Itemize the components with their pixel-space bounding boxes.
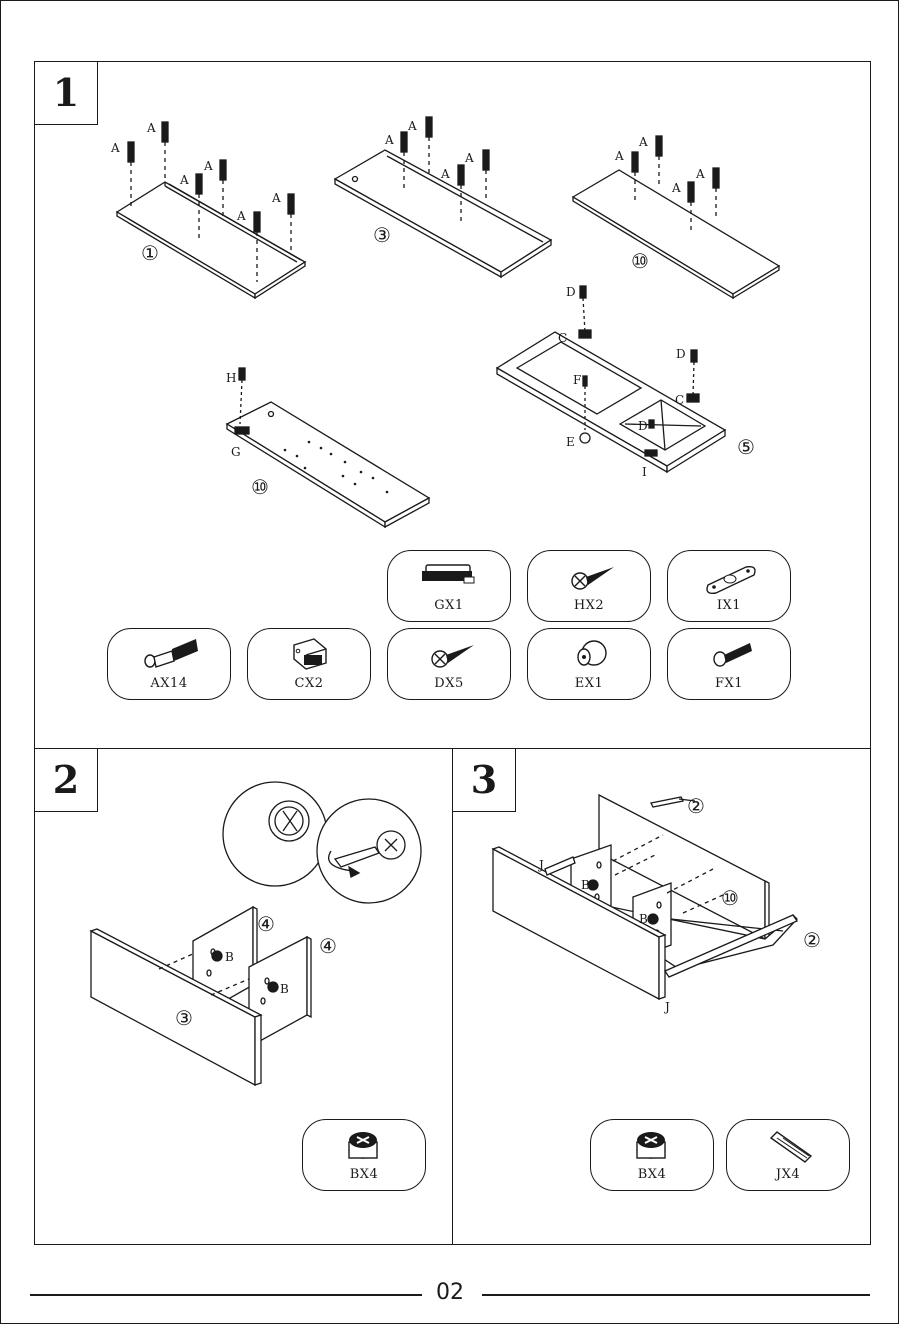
part-label: AX14 bbox=[108, 676, 230, 691]
part-label: EX1 bbox=[528, 676, 650, 691]
panel-label: ⑩ bbox=[251, 475, 269, 499]
page-number: 02 bbox=[420, 1280, 480, 1305]
part-label: GX1 bbox=[388, 598, 510, 613]
panel-label: ① bbox=[141, 241, 159, 265]
hardware-label-d: D bbox=[676, 347, 686, 361]
part-label: JX4 bbox=[727, 1167, 849, 1182]
hardware-label-a: A bbox=[203, 159, 213, 173]
hardware-label-b: B bbox=[225, 950, 234, 964]
part-label: FX1 bbox=[668, 676, 790, 691]
hardware-label-i: I bbox=[642, 465, 647, 479]
panel-label: ② bbox=[803, 928, 821, 952]
hardware-label-b: B bbox=[639, 912, 648, 926]
part-card-fx1: FX1 bbox=[667, 628, 791, 700]
hardware-label-a: A bbox=[614, 149, 624, 163]
part-label: BX4 bbox=[591, 1167, 713, 1182]
hardware-label-a: A bbox=[671, 181, 681, 195]
hardware-label-h: H bbox=[226, 371, 236, 385]
part-card-cx2: CX2 bbox=[247, 628, 371, 700]
hardware-label-a: A bbox=[638, 135, 648, 149]
step-2-panel: ④ ④ ③ B B 2 BX4 bbox=[34, 748, 453, 1245]
hardware-label-e: E bbox=[566, 435, 575, 449]
hardware-label-a: A bbox=[146, 121, 156, 135]
step-number: 2 bbox=[34, 748, 98, 812]
hardware-label-j: J bbox=[537, 858, 544, 872]
hardware-label-c: C bbox=[675, 393, 684, 407]
part-card-dx5: DX5 bbox=[387, 628, 511, 700]
panel-label: ⑤ bbox=[737, 435, 755, 459]
hardware-label-a: A bbox=[236, 209, 246, 223]
part-label: CX2 bbox=[248, 676, 370, 691]
panel-10-base bbox=[227, 402, 429, 527]
panel-label: ④ bbox=[319, 934, 337, 958]
step-1-panel: ① A A A A A A ③ bbox=[34, 61, 871, 749]
panel-label: ③ bbox=[175, 1006, 193, 1030]
part-card-bx4: BX4 bbox=[590, 1119, 714, 1191]
panel-label: ④ bbox=[257, 912, 275, 936]
part-label: DX5 bbox=[388, 676, 510, 691]
hardware-label-a: A bbox=[271, 191, 281, 205]
hardware-label-j: J bbox=[663, 1000, 670, 1014]
part-label: IX1 bbox=[668, 598, 790, 613]
hardware-label-a: A bbox=[464, 151, 474, 165]
part-card-hx2: HX2 bbox=[527, 550, 651, 622]
panel-label: ② bbox=[687, 794, 705, 818]
part-card-ax14: AX14 bbox=[107, 628, 231, 700]
hardware-label-f: F bbox=[573, 373, 581, 387]
hardware-label-b: B bbox=[581, 878, 590, 892]
hardware-label-a: A bbox=[110, 141, 120, 155]
hardware-label-a: A bbox=[440, 167, 450, 181]
hardware-label-d: D bbox=[638, 419, 648, 433]
part-card-ix1: IX1 bbox=[667, 550, 791, 622]
hardware-label-c: C bbox=[558, 331, 567, 345]
panel-label: ③ bbox=[373, 223, 391, 247]
hardware-label-a: A bbox=[695, 167, 705, 181]
hardware-label-a: A bbox=[384, 133, 394, 147]
step-number: 1 bbox=[34, 61, 98, 125]
part-card-gx1: GX1 bbox=[387, 550, 511, 622]
part-label: BX4 bbox=[303, 1167, 425, 1182]
cam-lock-detail-magnifier bbox=[223, 782, 421, 903]
step-3-panel: ② ⑩ ② B B J J 3 BX4 JX4 bbox=[452, 748, 871, 1245]
hardware-label-b: B bbox=[280, 982, 289, 996]
hardware-label-a: A bbox=[407, 119, 417, 133]
part-label: HX2 bbox=[528, 598, 650, 613]
step-number: 3 bbox=[452, 748, 516, 812]
hardware-label-d: D bbox=[566, 285, 576, 299]
part-card-jx4: JX4 bbox=[726, 1119, 850, 1191]
part-card-bx4: BX4 bbox=[302, 1119, 426, 1191]
hardware-label-a: A bbox=[179, 173, 189, 187]
footer-rule-right bbox=[482, 1294, 870, 1296]
panel-label: ⑩ bbox=[721, 886, 739, 910]
hardware-label-g: G bbox=[231, 445, 241, 459]
panel-label: ⑩ bbox=[631, 249, 649, 273]
footer-rule-left bbox=[30, 1294, 422, 1296]
part-card-ex1: EX1 bbox=[527, 628, 651, 700]
